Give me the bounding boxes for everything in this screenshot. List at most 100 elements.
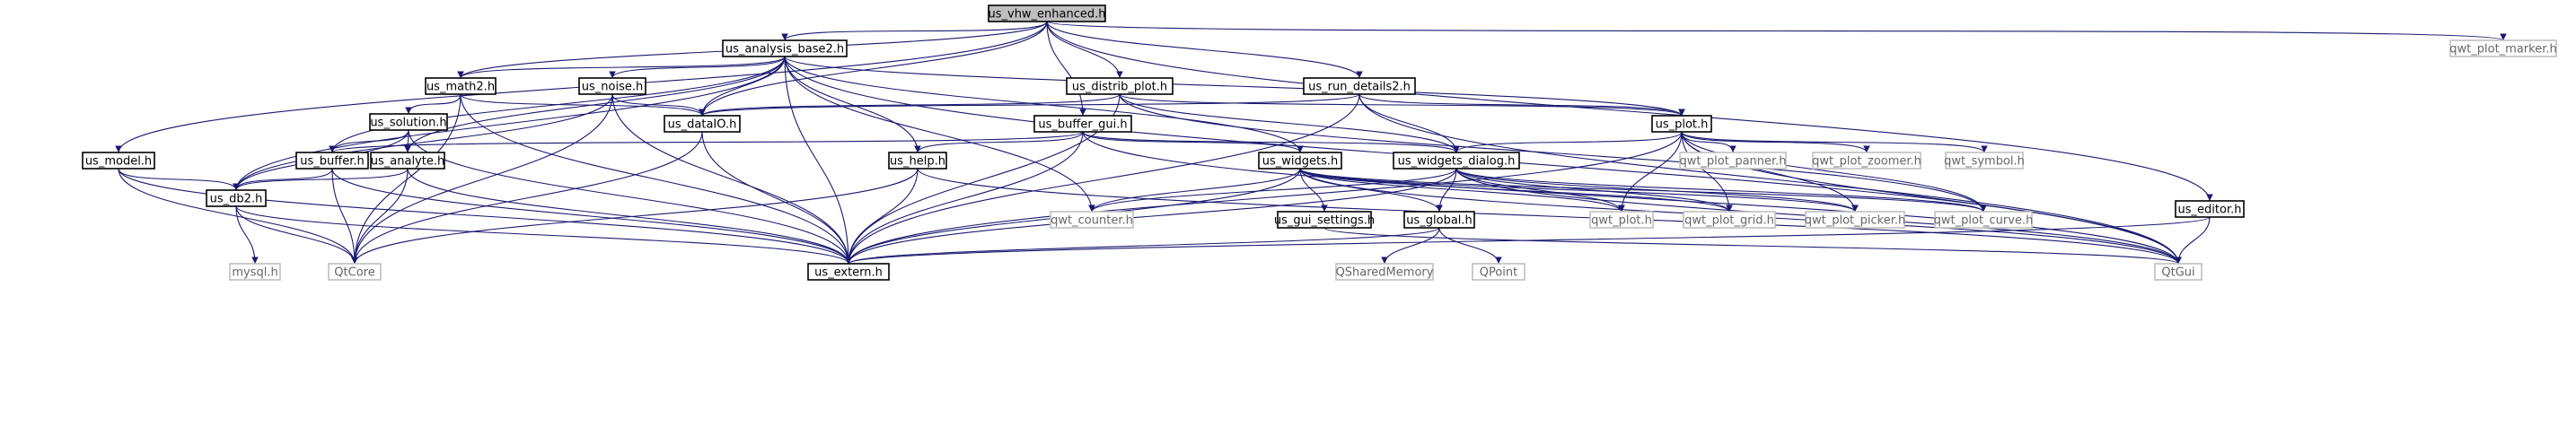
node-editor[interactable]: us_editor.h	[2175, 200, 2245, 218]
edge-wdialog-to-qwtplot	[1455, 168, 1625, 213]
node-buffer-box	[295, 152, 369, 170]
node-panner-box	[1679, 152, 1787, 170]
node-panner: qwt_plot_panner.h	[1679, 152, 1787, 170]
node-global[interactable]: us_global.h	[1403, 211, 1475, 229]
node-dataio-label: us_dataIO.h	[668, 118, 737, 132]
edge-guisettings-to-qtgui	[1323, 227, 2182, 265]
node-picker: qwt_plot_picker.h	[1805, 211, 1905, 229]
node-analysis[interactable]: us_analysis_base2.h	[722, 39, 848, 57]
node-analyte[interactable]: us_analyte.h	[370, 152, 445, 170]
node-qtgui-box	[2154, 263, 2202, 281]
node-guisettings[interactable]: us_gui_settings.h	[1274, 211, 1375, 229]
node-analyte-label: us_analyte.h	[371, 155, 444, 169]
node-widgets[interactable]: us_widgets.h	[1258, 152, 1342, 170]
edge-db2-to-extern	[235, 205, 852, 265]
node-symbol-label: qwt_symbol.h	[1944, 155, 2025, 169]
node-marker-label: qwt_plot_marker.h	[2449, 43, 2556, 57]
node-plot-label: us_plot.h	[1656, 118, 1709, 132]
edge-analyte-to-extern	[407, 168, 852, 265]
node-math2-label: us_math2.h	[426, 81, 495, 94]
edge-analysis-to-noise	[609, 56, 786, 79]
node-plot[interactable]: us_plot.h	[1651, 115, 1712, 133]
node-global-label: us_global.h	[1406, 214, 1473, 228]
node-math2[interactable]: us_math2.h	[425, 77, 497, 95]
edge-analyte-to-db2	[233, 168, 409, 191]
edge-math2-to-solution	[405, 93, 462, 115]
edge-noise-to-qtcore	[351, 93, 613, 265]
node-model-label: us_model.h	[85, 155, 152, 169]
edge-plot-to-wdialog	[1453, 131, 1683, 153]
node-grid-label: qwt_plot_grid.h	[1684, 214, 1774, 228]
edge-vhw-to-editor	[1046, 21, 2213, 202]
node-noise[interactable]: us_noise.h	[578, 77, 646, 95]
node-qpoint: QPoint	[1472, 263, 1525, 281]
node-dataio[interactable]: us_dataIO.h	[664, 115, 741, 133]
edge-help-to-extern	[845, 168, 919, 265]
node-help[interactable]: us_help.h	[888, 152, 947, 170]
edge-rundetails-to-qtgui	[1358, 93, 2182, 265]
edge-distrib-to-plot	[1119, 93, 1685, 117]
node-analysis-label: us_analysis_base2.h	[725, 43, 844, 57]
edge-widgets-to-qwtplot	[1299, 168, 1625, 213]
node-editor-label: us_editor.h	[2178, 204, 2242, 217]
edge-widgets-to-global	[1299, 168, 1443, 213]
edge-db2-to-qtcore	[235, 205, 358, 265]
node-rundetails-label: us_run_details2.h	[1308, 81, 1411, 94]
node-mysql-box	[229, 263, 281, 281]
node-dataio-box	[664, 115, 741, 133]
node-grid: qwt_plot_grid.h	[1683, 211, 1776, 229]
edge-plot-to-extern	[845, 131, 1683, 265]
edge-dataio-to-extern	[701, 131, 852, 265]
node-analyte-box	[370, 152, 445, 170]
node-distrib-box	[1066, 77, 1174, 95]
edge-wdialog-to-global	[1436, 168, 1457, 213]
node-qtcore-box	[328, 263, 382, 281]
edge-wdialog-to-counter	[1088, 168, 1457, 213]
edge-wdialog-to-grid	[1455, 168, 1733, 213]
node-db2[interactable]: us_db2.h	[206, 189, 267, 207]
edge-plot-to-grid	[1681, 131, 1733, 213]
node-extern[interactable]: us_extern.h	[807, 263, 890, 281]
node-help-box	[888, 152, 947, 170]
edge-widgets-to-grid	[1299, 168, 1733, 213]
node-qtcore: QtCore	[328, 263, 382, 281]
edge-help-to-qtcore	[351, 168, 919, 265]
node-buffer[interactable]: us_buffer.h	[295, 152, 369, 170]
node-model[interactable]: us_model.h	[82, 152, 155, 170]
node-mysql: mysql.h	[229, 263, 281, 281]
node-qtgui-label: QtGui	[2161, 266, 2194, 280]
node-rundetails[interactable]: us_run_details2.h	[1303, 77, 1416, 95]
node-zoomer: qwt_plot_zoomer.h	[1812, 152, 1921, 170]
edge-widgets-to-guisettings	[1299, 168, 1328, 213]
node-curve-box	[1934, 211, 2033, 229]
node-wdialog-box	[1393, 152, 1520, 170]
node-vhw[interactable]: us_vhw_enhanced.h	[988, 4, 1106, 22]
edge-buffergui-to-help	[914, 131, 1084, 153]
node-wdialog[interactable]: us_widgets_dialog.h	[1393, 152, 1520, 170]
edge-wdialog-to-picker	[1455, 168, 1859, 213]
edge-analysis-to-db2	[233, 56, 786, 191]
edge-noise-to-extern	[611, 93, 852, 265]
node-buffergui[interactable]: us_buffer_gui.h	[1033, 115, 1132, 133]
edge-math2-to-dataio	[460, 93, 706, 117]
edge-buffergui-to-wdialog	[1082, 131, 1460, 153]
edge-buffergui-to-extern	[845, 131, 1084, 265]
node-qpoint-label: QPoint	[1480, 266, 1518, 280]
edge-buffer-to-db2	[233, 168, 333, 191]
edge-distrib-to-dataio	[699, 93, 1121, 117]
node-counter-box	[1050, 211, 1134, 229]
node-vhw-label: us_vhw_enhanced.h	[988, 8, 1105, 22]
node-db2-label: us_db2.h	[210, 193, 263, 206]
node-buffergui-label: us_buffer_gui.h	[1038, 118, 1127, 132]
edge-plot-to-symbol	[1681, 131, 1988, 153]
edge-analysis-to-extern	[784, 56, 852, 265]
node-widgets-box	[1258, 152, 1342, 170]
node-counter: qwt_counter.h	[1050, 211, 1134, 229]
node-solution[interactable]: us_solution.h	[369, 113, 448, 131]
node-distrib[interactable]: us_distrib_plot.h	[1066, 77, 1174, 95]
node-distrib-label: us_distrib_plot.h	[1072, 81, 1167, 94]
edge-widgets-to-picker	[1299, 168, 1859, 213]
edge-vhw-to-analysis	[781, 21, 1048, 41]
edge-rundetails-to-extern	[845, 93, 1360, 265]
node-symbol-box	[1945, 152, 2024, 170]
